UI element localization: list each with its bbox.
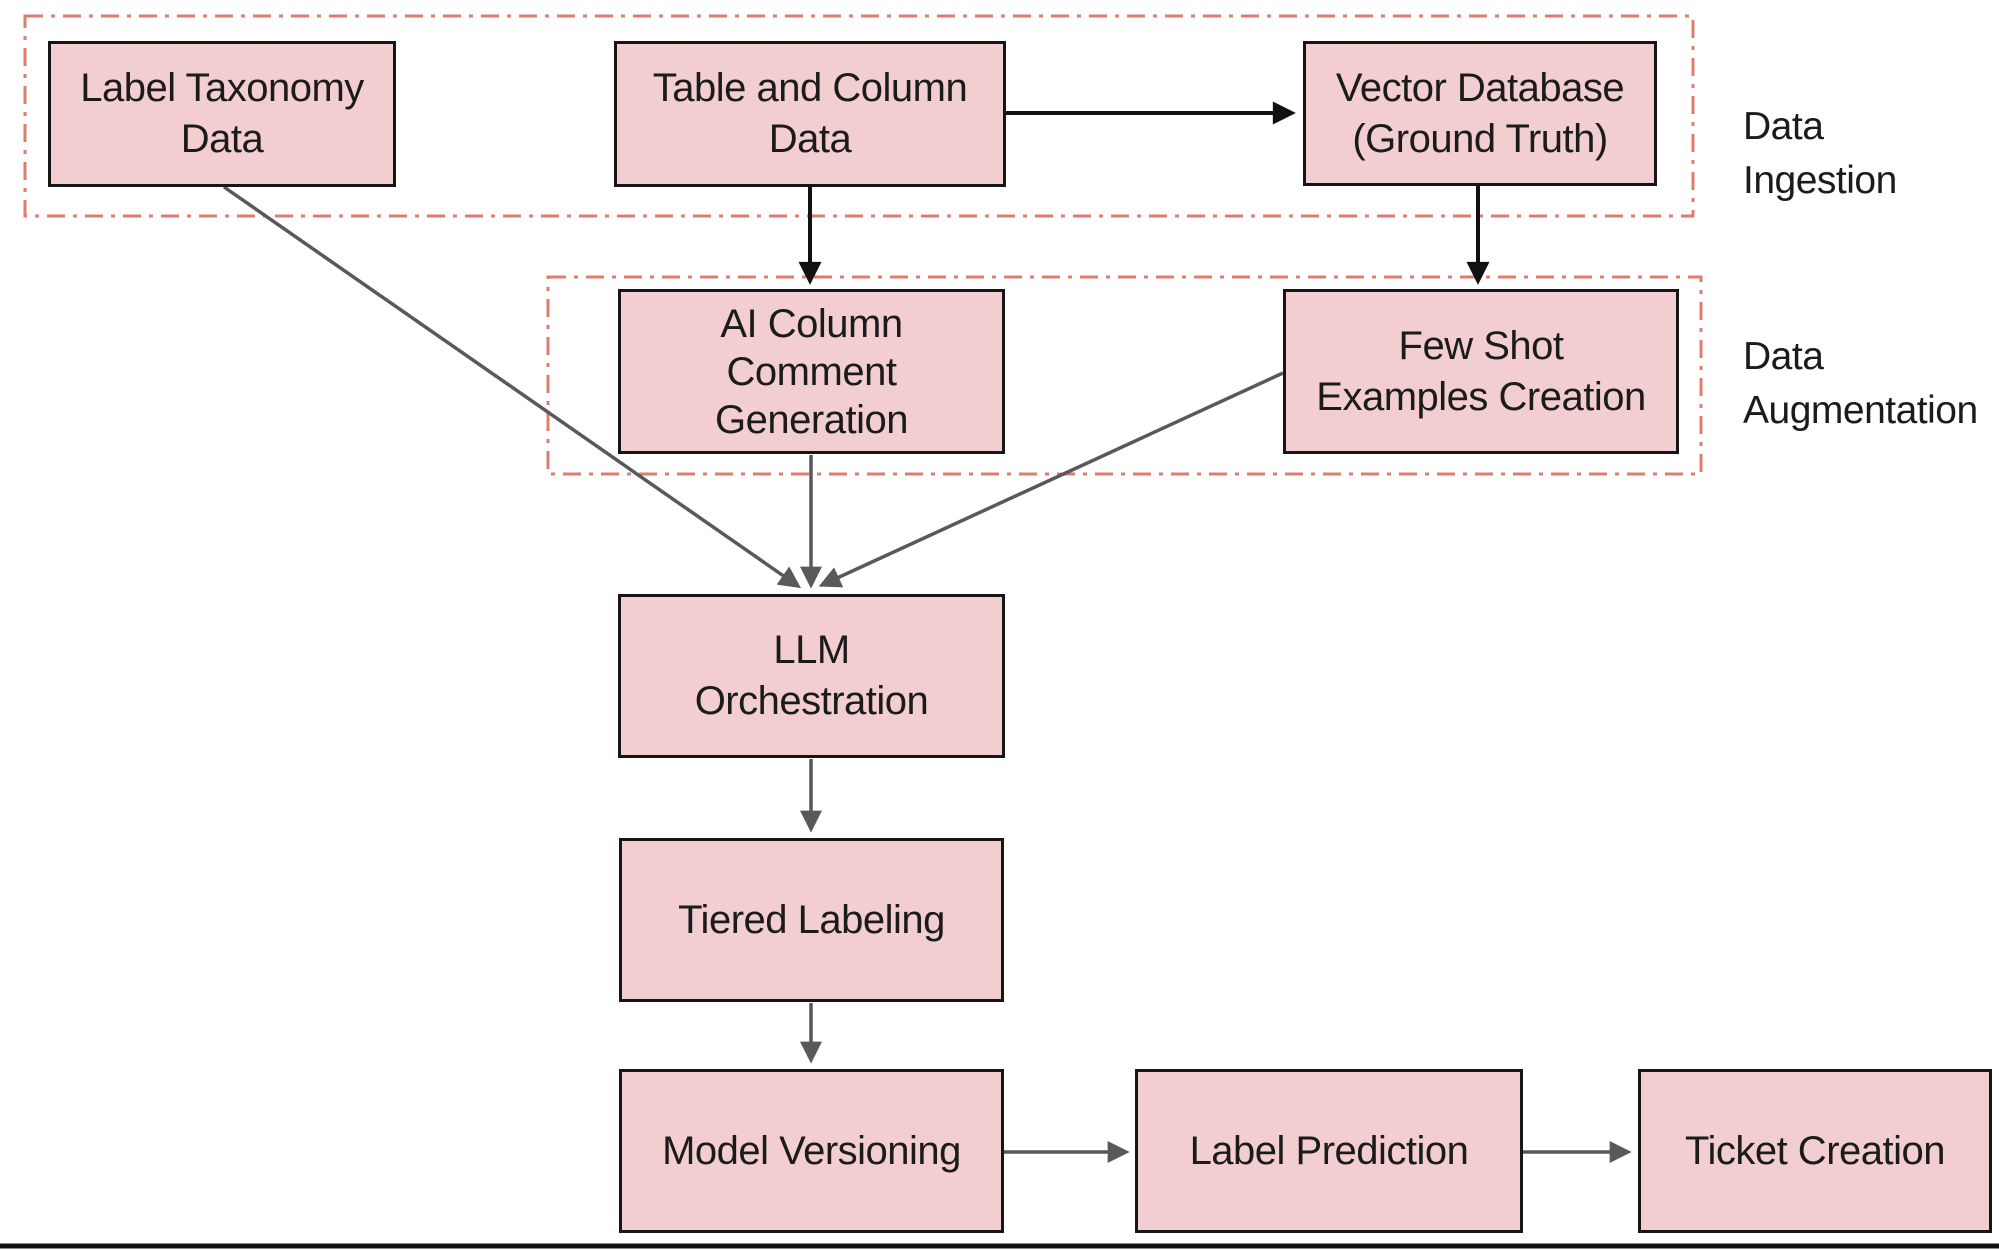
node-model-versioning: Model Versioning (619, 1069, 1004, 1233)
node-ai-column-comment-generation: AI Column Comment Generation (618, 289, 1005, 454)
node-ticket-creation: Ticket Creation (1638, 1069, 1992, 1233)
node-vector-database-ground-truth: Vector Database (Ground Truth) (1303, 41, 1657, 186)
node-label-prediction: Label Prediction (1135, 1069, 1523, 1233)
node-few-shot-examples-creation: Few Shot Examples Creation (1283, 289, 1679, 454)
node-table-and-column-data: Table and Column Data (614, 41, 1006, 187)
group-label-data-ingestion: Data Ingestion (1743, 105, 1897, 202)
group-label-data-augmentation: Data Augmentation (1743, 335, 1978, 432)
node-tiered-labeling: Tiered Labeling (619, 838, 1004, 1002)
node-llm-orchestration: LLM Orchestration (618, 594, 1005, 758)
node-label-taxonomy-data: Label Taxonomy Data (48, 41, 396, 187)
